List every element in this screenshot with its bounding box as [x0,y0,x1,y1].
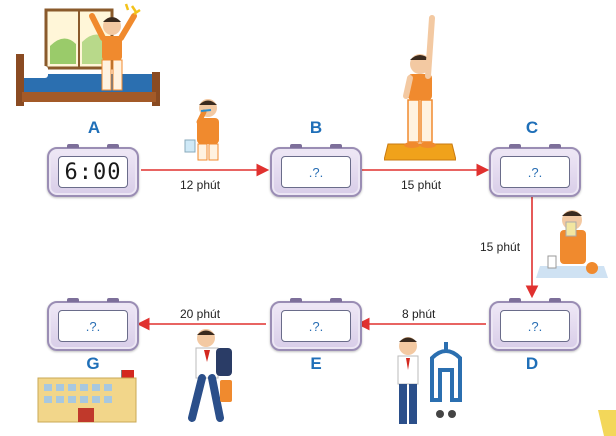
clock-d-display: .?. [500,310,570,342]
clock-a-display: 6:00 [58,156,128,188]
brushing-teeth-illustration [184,99,219,161]
clock-c: .?. [489,144,581,197]
duration-d-e: 8 phút [402,307,436,321]
node-label-c: C [525,118,539,137]
node-label-g: G [86,354,100,373]
clock-d: .?. [489,298,581,351]
node-label-e: E [310,354,322,373]
eating-breakfast-illustration [536,210,608,278]
clock-g: .?. [47,298,139,351]
clock-e: .?. [270,298,362,351]
node-label-d: D [525,354,539,373]
getting-dressed-illustration [397,337,462,424]
stretching-illustration [384,15,456,161]
clock-b: .?. [270,144,362,197]
node-label-b: B [309,118,323,137]
clock-e-display: .?. [281,310,351,342]
clock-c-display: .?. [500,156,570,188]
duration-b-c: 15 phút [401,178,442,192]
walking-to-school-illustration [188,329,232,422]
clock-b-display: .?. [281,156,351,188]
duration-a-b: 12 phút [180,178,221,192]
clock-a: 6:00 [47,144,139,197]
waking-up-illustration [16,3,160,106]
duration-c-d: 15 phút [480,240,521,254]
clock-g-display: .?. [58,310,128,342]
corner-tab-decoration [598,410,616,436]
node-label-a: A [87,118,101,137]
duration-e-g: 20 phút [180,307,221,321]
school-building-illustration [37,370,137,423]
